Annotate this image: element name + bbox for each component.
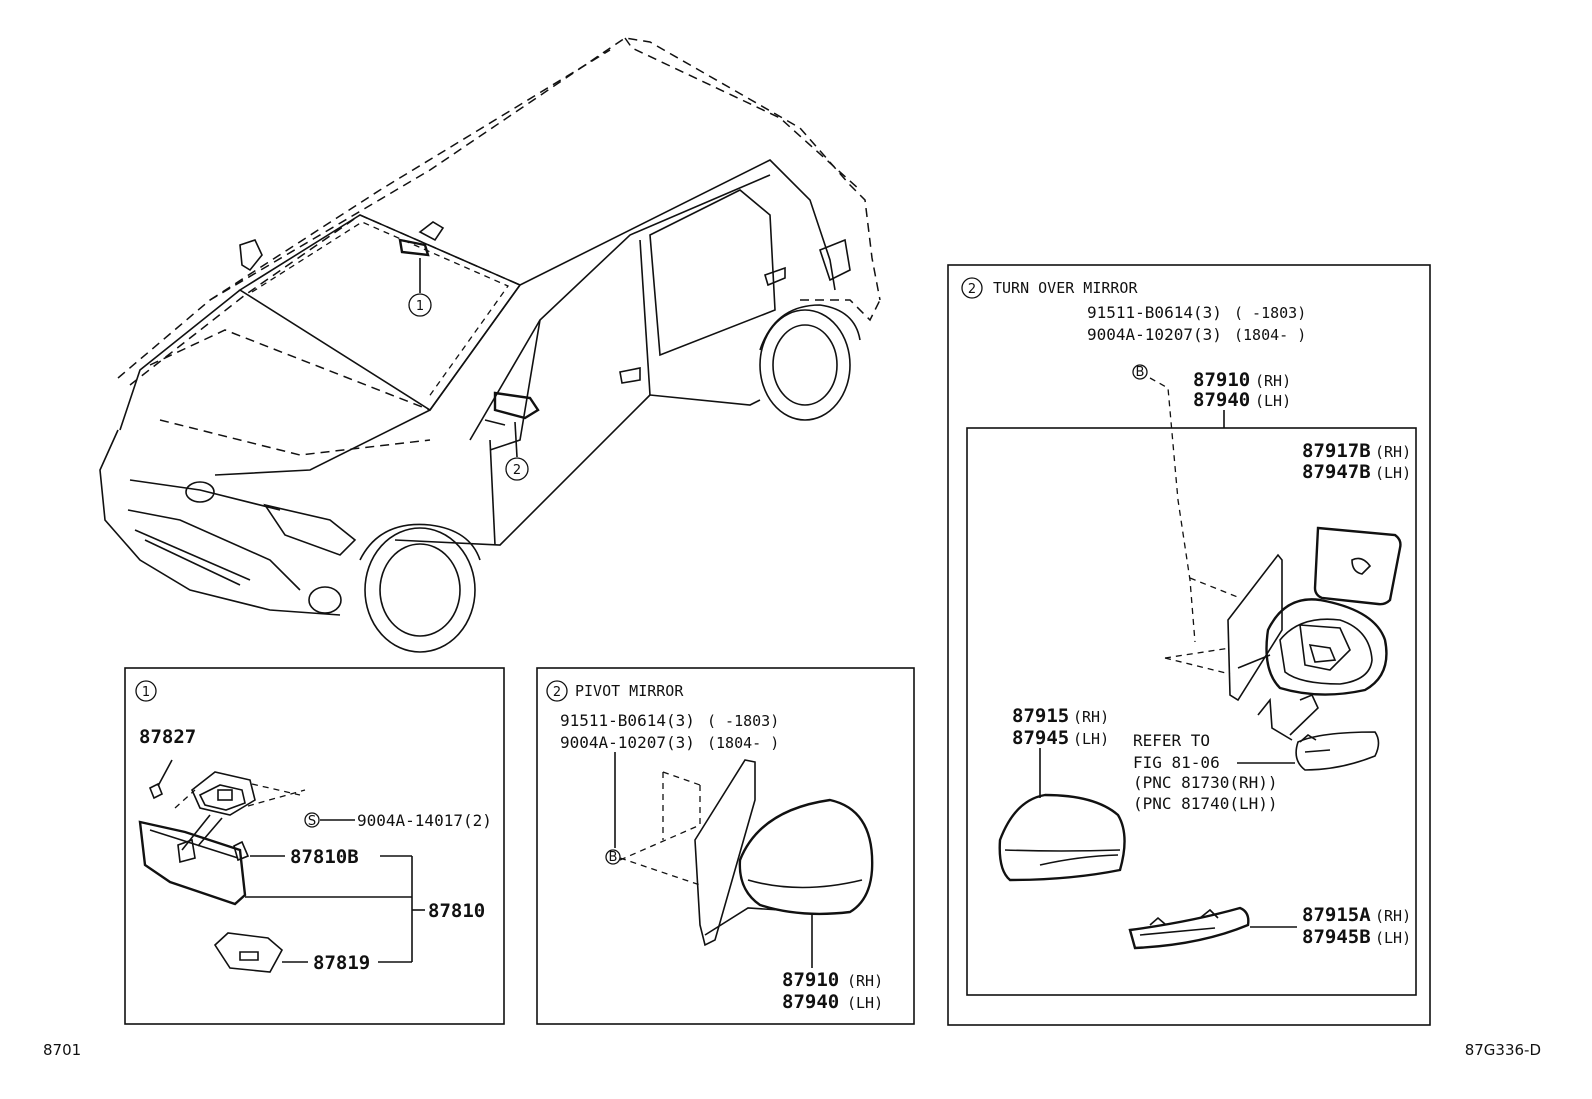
side-rh-pivot: (RH) [847,972,883,990]
part-87945B[interactable]: 87945B [1302,926,1371,948]
part-87915A[interactable]: 87915A [1302,904,1371,926]
pivot-mirror-drawing [614,752,874,968]
box-pivot-mirror [536,667,915,1025]
part-9004A-14017[interactable]: 9004A-14017(2) [357,811,492,830]
part-87917B[interactable]: 87917B [1302,440,1371,462]
box3-index: 2 [961,277,983,299]
bolt-symbol-pivot: B [605,849,621,865]
part-87947B[interactable]: 87947B [1302,461,1371,483]
svg-text:2: 2 [513,463,521,478]
part-9004A-10207-pivot[interactable]: 9004A-10207(3) [560,733,695,752]
refer-pnc-rh[interactable]: (PNC 81730(RH)) [1133,773,1278,792]
side-lh-pivot: (LH) [847,994,883,1012]
bolt1-range-turn: ( -1803) [1234,304,1306,322]
side-rh-turn: (RH) [1255,372,1291,390]
svg-text:B: B [609,850,618,865]
part-91511-B0614-turn[interactable]: 91511-B0614(3) [1087,303,1222,322]
part-87940-turn[interactable]: 87940 [1193,389,1250,411]
figure-reference: 87G336-D [1465,1041,1541,1059]
side-glass-lh: (LH) [1375,464,1411,482]
bolt2-range-pivot: (1804- ) [707,734,779,752]
figure-code: 8701 [43,1041,81,1059]
refer-link-fig[interactable]: FIG 81-06 [1133,753,1220,772]
side-lamp-lh: (LH) [1375,929,1411,947]
box-inner-mirror [124,667,505,1025]
side-cover-rh: (RH) [1073,708,1109,726]
bolt-symbol-turn: B [1132,364,1148,380]
box-turn-over-inner [966,427,1417,996]
svg-text:2: 2 [968,282,976,297]
refer-line-1: REFER TO [1133,731,1210,750]
svg-text:1: 1 [142,685,150,700]
side-glass-rh: (RH) [1375,443,1411,461]
refer-pnc-lh[interactable]: (PNC 81740(LH)) [1133,794,1278,813]
part-87810B[interactable]: 87810B [290,846,359,868]
side-lh-turn: (LH) [1255,392,1291,410]
bolt2-range-turn: (1804- ) [1234,326,1306,344]
side-cover-lh: (LH) [1073,730,1109,748]
part-91511-B0614-pivot[interactable]: 91511-B0614(3) [560,711,695,730]
svg-text:S: S [308,814,316,829]
vehicle-illustration [99,37,881,653]
box3-title: TURN OVER MIRROR [993,279,1138,297]
part-87915[interactable]: 87915 [1012,705,1069,727]
svg-text:1: 1 [416,299,424,314]
part-87910-turn[interactable]: 87910 [1193,369,1250,391]
turn-over-mirror-drawing [998,377,1402,950]
box2-index: 2 [546,680,568,702]
svg-text:B: B [1136,365,1145,380]
part-87940-pivot[interactable]: 87940 [782,991,839,1013]
side-lamp-rh: (RH) [1375,907,1411,925]
bolt1-range-pivot: ( -1803) [707,712,779,730]
part-87910-pivot[interactable]: 87910 [782,969,839,991]
screw-symbol: S [304,812,320,829]
inner-mirror-drawing [138,759,425,973]
part-87810[interactable]: 87810 [428,900,485,922]
box-turn-over-mirror [947,264,1431,1026]
vehicle-callout-1: 1 [408,293,432,317]
box1-index: 1 [135,680,157,702]
box2-title: PIVOT MIRROR [575,682,684,700]
part-9004A-10207-turn[interactable]: 9004A-10207(3) [1087,325,1222,344]
part-87945[interactable]: 87945 [1012,727,1069,749]
part-87827[interactable]: 87827 [139,726,196,748]
svg-text:2: 2 [553,685,561,700]
part-87819[interactable]: 87819 [313,952,370,974]
vehicle-callout-2: 2 [505,457,529,481]
